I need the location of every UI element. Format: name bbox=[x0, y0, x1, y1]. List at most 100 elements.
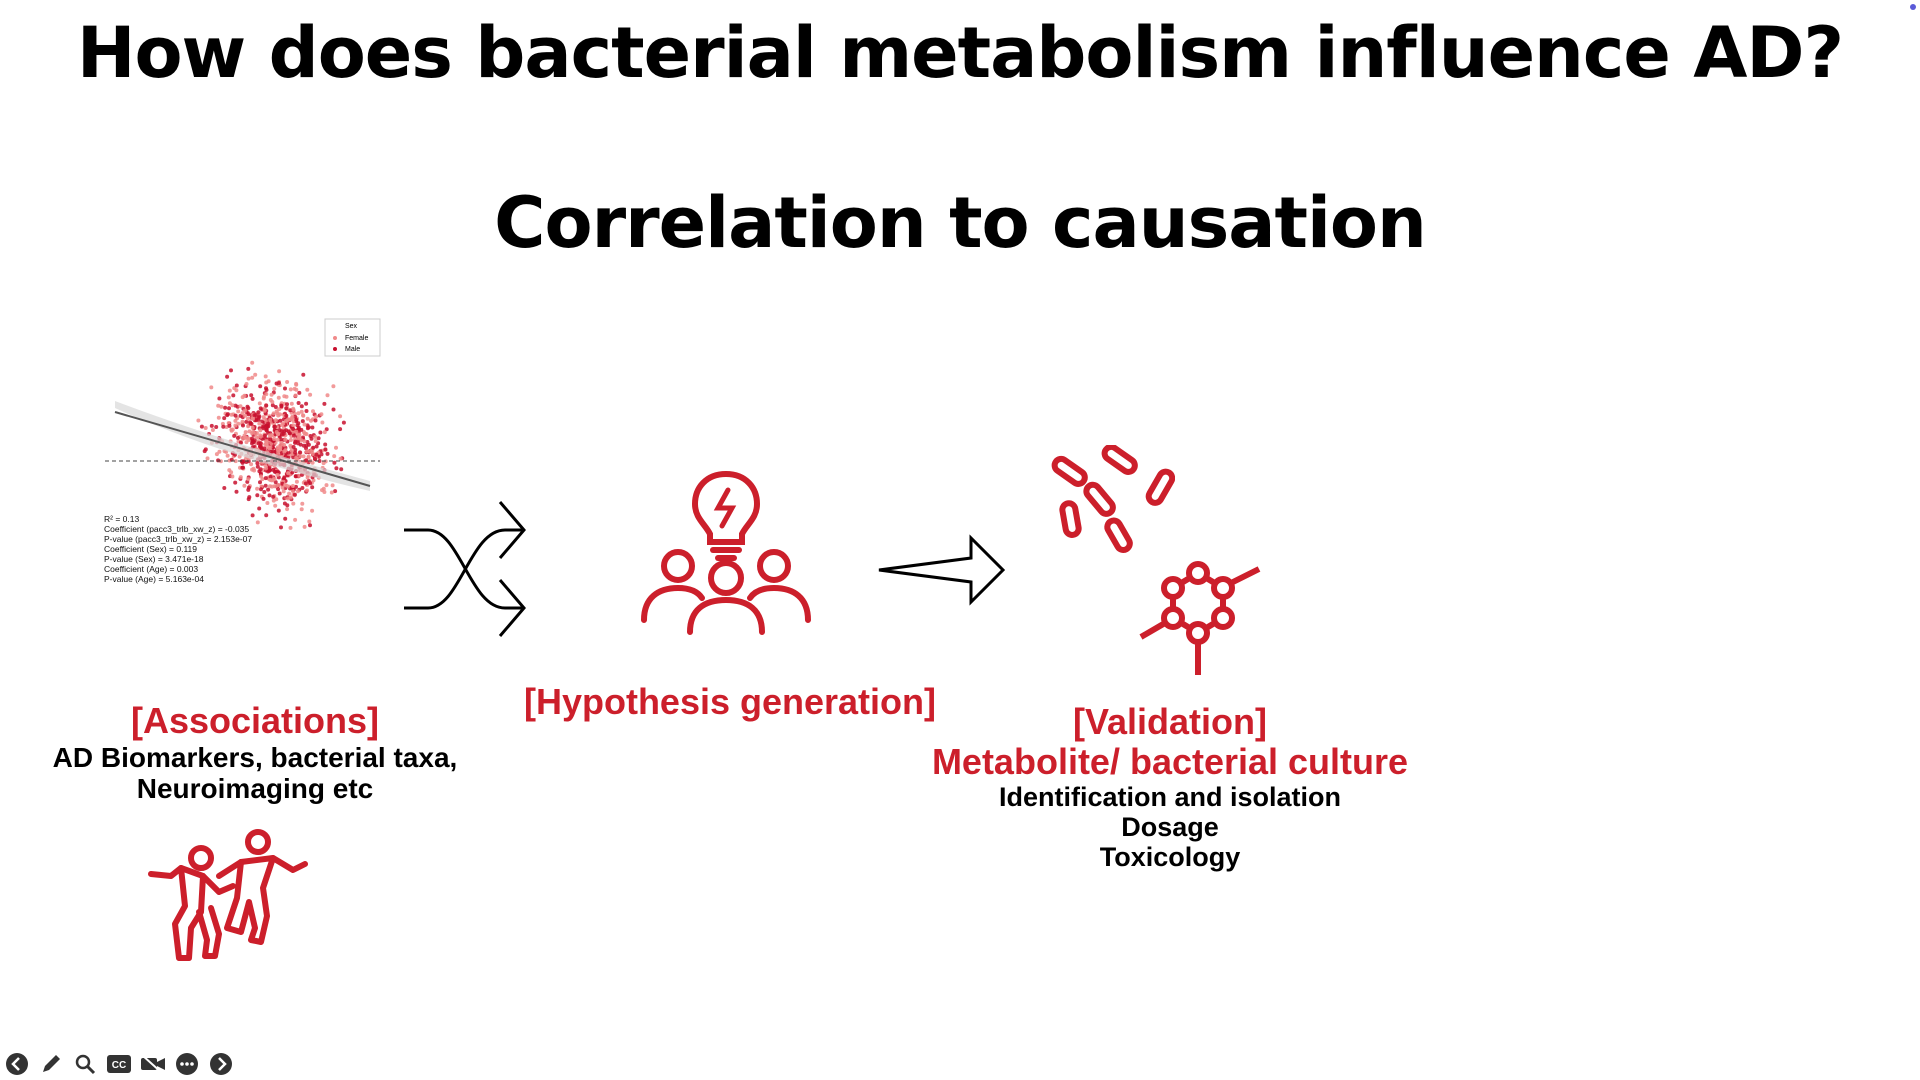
scatter-point bbox=[230, 403, 235, 408]
scatter-point bbox=[253, 413, 258, 417]
legend: Sex Female Male bbox=[324, 318, 381, 357]
scatter-point bbox=[255, 520, 260, 525]
scatter-point bbox=[233, 403, 238, 408]
scatter-point bbox=[257, 421, 262, 426]
scatter-point bbox=[233, 480, 238, 485]
scatter-point bbox=[245, 416, 250, 421]
associations-line1: AD Biomarkers, bacterial taxa, bbox=[52, 742, 458, 773]
back-button[interactable] bbox=[4, 1051, 30, 1077]
scatter-point bbox=[247, 495, 252, 500]
scatter-point bbox=[263, 476, 268, 481]
scatter-point bbox=[277, 491, 282, 496]
scatter-point bbox=[291, 501, 296, 506]
scatter-point bbox=[276, 508, 281, 513]
scatter-point bbox=[294, 484, 298, 489]
associations-line2: Neuroimaging etc bbox=[136, 773, 374, 804]
scatter-point bbox=[291, 407, 296, 412]
scatter-point bbox=[238, 475, 243, 480]
scatter-point bbox=[300, 501, 305, 506]
scatter-point bbox=[251, 430, 255, 435]
scatter-point bbox=[305, 416, 310, 421]
scatter-point bbox=[291, 426, 296, 431]
scatter-point bbox=[209, 385, 214, 390]
scatter-point bbox=[257, 401, 262, 406]
scatter-point bbox=[294, 429, 299, 434]
scatter-point bbox=[216, 458, 221, 463]
scatter-point bbox=[233, 423, 238, 428]
video-button[interactable] bbox=[140, 1051, 166, 1077]
scatter-point bbox=[321, 461, 326, 466]
scatter-point bbox=[293, 393, 298, 398]
scatter-point bbox=[304, 401, 309, 406]
scatter-point bbox=[291, 423, 296, 428]
more-button[interactable] bbox=[174, 1051, 200, 1077]
scatter-point bbox=[263, 374, 268, 379]
scatter-point bbox=[286, 496, 290, 501]
legend-female: Female bbox=[345, 335, 368, 342]
scatter-point bbox=[243, 435, 248, 440]
scatter-point bbox=[311, 478, 316, 483]
scatter-point bbox=[276, 395, 281, 400]
scatter-point bbox=[285, 507, 290, 512]
scatter-point bbox=[294, 387, 299, 392]
scatter-point bbox=[302, 422, 307, 427]
scatter-point bbox=[292, 411, 297, 416]
scatter-point bbox=[270, 403, 275, 408]
scatter-point bbox=[296, 411, 301, 416]
forward-button[interactable] bbox=[208, 1051, 234, 1077]
video-icon bbox=[141, 1054, 165, 1074]
stat-line: R² = 0.13 bbox=[104, 514, 139, 524]
scatter-point bbox=[234, 383, 239, 388]
scatter-point bbox=[338, 414, 343, 419]
scatter-point bbox=[273, 480, 278, 485]
captions-button[interactable]: CC bbox=[106, 1051, 132, 1077]
scatter-point bbox=[259, 474, 263, 479]
scatter-point bbox=[284, 406, 289, 411]
scatter-point bbox=[240, 411, 245, 416]
scatter-point bbox=[290, 489, 295, 493]
scatter-point bbox=[262, 490, 267, 494]
scatter-point bbox=[267, 468, 272, 473]
validation-item: Toxicology bbox=[1099, 842, 1241, 872]
scatter-point bbox=[320, 420, 325, 425]
scatter-point bbox=[270, 484, 274, 489]
scatter-point bbox=[333, 489, 338, 494]
scatter-point bbox=[293, 474, 298, 479]
scatter-point bbox=[217, 396, 222, 401]
scatter-point bbox=[251, 466, 256, 471]
associations-label: [Associations] AD Biomarkers, bacterial … bbox=[20, 700, 490, 804]
scatter-point bbox=[225, 412, 230, 417]
scatter-point bbox=[248, 421, 253, 426]
scatter-point bbox=[298, 450, 302, 455]
scatter-point bbox=[288, 408, 293, 413]
scatter-point bbox=[285, 380, 290, 384]
scatter-point bbox=[313, 418, 318, 423]
scatter-point bbox=[205, 456, 210, 461]
scatter-point bbox=[266, 421, 271, 426]
scatter-point bbox=[332, 460, 337, 465]
scatter-point bbox=[270, 433, 275, 437]
scatter-point bbox=[296, 473, 301, 478]
scatter-point bbox=[308, 449, 313, 454]
scatter-point bbox=[264, 386, 268, 391]
scatter-point bbox=[339, 467, 344, 472]
scatter-point bbox=[227, 406, 231, 411]
scatter-point bbox=[288, 438, 293, 442]
scatter-point bbox=[246, 477, 251, 482]
scatter-point bbox=[259, 487, 263, 492]
scatter-point bbox=[283, 386, 287, 391]
scatter-point bbox=[268, 474, 273, 479]
scatter-point bbox=[303, 481, 308, 486]
scatter-point bbox=[257, 506, 262, 511]
scatter-point bbox=[272, 386, 277, 391]
scatter-point bbox=[304, 449, 309, 454]
scatter-point bbox=[300, 419, 305, 424]
scatter-point bbox=[299, 409, 304, 414]
pen-button[interactable] bbox=[38, 1051, 64, 1077]
scatter-point bbox=[233, 459, 238, 464]
scatter-point bbox=[325, 393, 330, 398]
zoom-button[interactable] bbox=[72, 1051, 98, 1077]
legend-male-marker bbox=[333, 347, 337, 351]
scatter-point bbox=[274, 409, 279, 414]
scatter-point bbox=[281, 421, 286, 426]
